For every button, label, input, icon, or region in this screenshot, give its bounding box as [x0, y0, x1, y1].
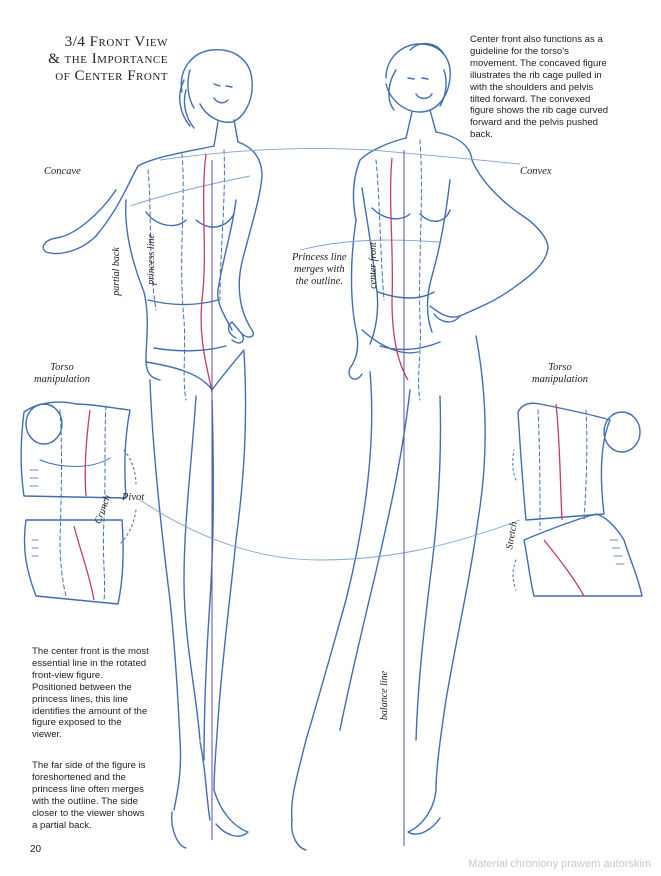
watermark: Materiał chroniony prawem autorskim — [468, 858, 651, 870]
right-figure — [290, 43, 549, 851]
body-paragraph-2: The far side of the figure is foreshorte… — [32, 760, 146, 831]
label-princess-merges: Princess line merges with the outline. — [292, 252, 347, 288]
page-title: 3/4 Front View & the Importance of Cente… — [16, 34, 168, 85]
body-paragraph-1: The center front is the most essential l… — [32, 646, 149, 741]
label-center-front: center front — [367, 242, 379, 289]
label-line: Torso — [548, 362, 572, 373]
label-convex: Convex — [520, 166, 552, 177]
label-line: the outline. — [295, 276, 343, 287]
left-torso-block — [20, 401, 131, 605]
title-line: 3/4 Front View — [64, 34, 168, 50]
label-line: merges with — [293, 264, 345, 275]
label-line: Princess line — [292, 252, 347, 263]
left-figure — [42, 49, 263, 849]
label-concave: Concave — [44, 166, 81, 177]
label-balance-line: balance line — [379, 670, 391, 721]
title-line: & the Importance — [48, 51, 168, 67]
label-pivot: Pivot — [122, 492, 145, 503]
label-partial-back: partial back — [110, 247, 122, 296]
label-torso-manipulation-right: Torso manipulation — [532, 362, 588, 386]
label-line: manipulation — [532, 374, 589, 385]
label-line: Torso — [50, 362, 74, 373]
title-line: of Center Front — [55, 68, 168, 84]
page-number: 20 — [30, 844, 42, 855]
label-line: manipulation — [34, 374, 91, 385]
intro-paragraph: Center front also functions as a guideli… — [470, 34, 609, 141]
label-princess-line: princess line — [145, 234, 157, 285]
right-torso-block — [517, 402, 643, 597]
label-torso-manipulation-left: Torso manipulation — [34, 362, 90, 386]
